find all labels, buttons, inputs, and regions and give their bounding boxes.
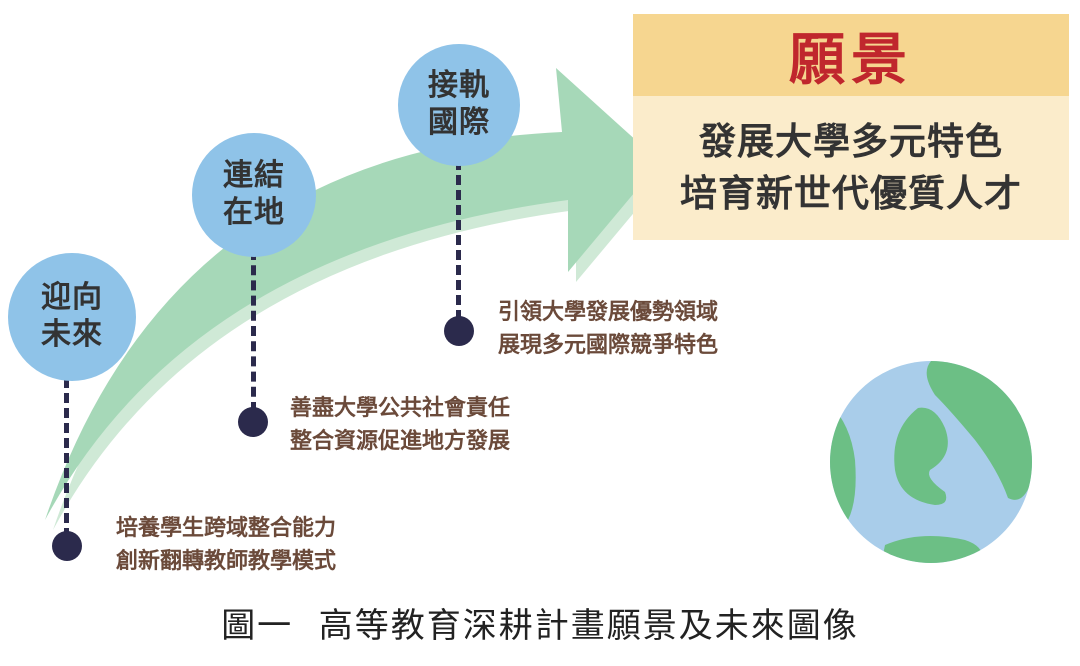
stage-2-dot xyxy=(238,407,268,437)
stage-2-description: 善盡大學公共社會責任 整合資源促進地方發展 xyxy=(290,392,510,458)
stage-1-circle: 迎向 未來 xyxy=(8,253,136,381)
stage-2-description-line-2: 整合資源促進地方發展 xyxy=(290,429,511,454)
vision-line-2: 培育新世代優質人才 xyxy=(680,172,1022,215)
stage-3-description-line-1: 引領大學發展優勢領域 xyxy=(498,300,719,325)
stage-1-description-line-2: 創新翻轉教師教學模式 xyxy=(116,549,337,574)
stage-2-connector-line xyxy=(251,250,256,412)
stage-3-label-line-1: 接軌 xyxy=(428,68,490,104)
stage-1-description-line-1: 培養學生跨域整合能力 xyxy=(116,516,337,541)
vision-title: 願景 xyxy=(789,27,913,93)
vision-header: 願景 xyxy=(633,14,1069,96)
stage-2-label-line-2: 在地 xyxy=(223,195,285,230)
stage-3-description-line-2: 展現多元國際競爭特色 xyxy=(498,333,719,358)
vision-line-1: 發展大學多元特色 xyxy=(699,120,1003,164)
stage-3-dot xyxy=(444,316,474,346)
vision-body: 發展大學多元特色 培育新世代優質人才 xyxy=(633,96,1069,240)
stage-1-description: 培養學生跨域整合能力 創新翻轉教師教學模式 xyxy=(116,512,336,578)
stage-3-description: 引領大學發展優勢領域 展現多元國際競爭特色 xyxy=(498,296,718,362)
figure-caption: 圖一 高等教育深耕計畫願景及未來圖像 xyxy=(221,606,859,646)
stage-3-connector-line xyxy=(456,160,461,320)
stage-2-description-line-1: 善盡大學公共社會責任 xyxy=(290,396,511,421)
stage-3-label-line-2: 國際 xyxy=(428,105,490,140)
stage-1-dot xyxy=(52,531,82,561)
stage-3-circle: 接軌 國際 xyxy=(398,44,520,166)
stage-1-label-line-1: 迎向 xyxy=(41,280,103,316)
vision-box: 願景 發展大學多元特色 培育新世代優質人才 xyxy=(633,14,1069,240)
stage-1-label-line-2: 未來 xyxy=(41,317,103,352)
stage-2-circle: 連結 在地 xyxy=(192,133,316,257)
stage-2-label-line-1: 連結 xyxy=(223,158,285,194)
stage-1-connector-line xyxy=(64,378,69,538)
